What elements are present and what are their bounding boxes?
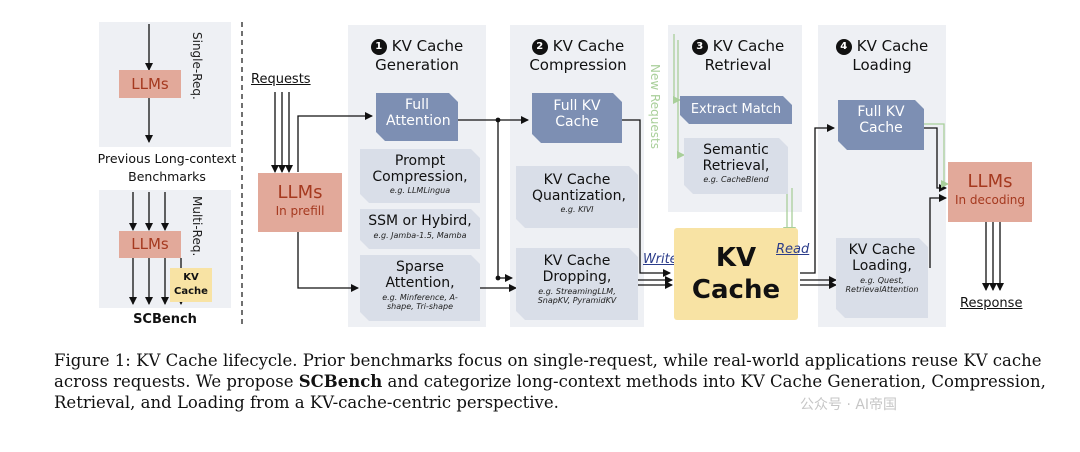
kv-dropping-box: KV Cache Dropping, e.g. StreamingLLM, Sn…: [516, 248, 638, 320]
sparse-attention-box: Sparse Attention, e.g. Minference, A-sha…: [360, 255, 480, 321]
semantic-retrieval-box: Semantic Retrieval, e.g. CacheBlend: [684, 138, 788, 194]
new-requests-label: New Requests: [648, 64, 662, 149]
full-kv-loading-to-decoding: [920, 127, 947, 192]
stage-1-title: KV Cache Generation: [375, 37, 464, 74]
llms-decoding-sub: In decoding: [954, 193, 1026, 207]
write-label: Write: [643, 252, 678, 267]
ssm-hybrid-label: SSM or Hybird,: [368, 213, 472, 229]
previous-benchmarks-label: Previous Long-context Benchmarks: [97, 151, 237, 184]
llms-single-box: LLMs: [119, 70, 181, 98]
sparse-attention-example: e.g. Minference, A-shape, Tri-shape: [382, 293, 458, 311]
full-kv-cache-box: Full KV Cache: [532, 93, 622, 143]
watermark: 公众号 · AI帝国: [800, 397, 898, 413]
prompt-compression-label: Prompt Compression,: [372, 153, 468, 185]
kv-dropping-label: KV Cache Dropping,: [542, 253, 612, 285]
prompt-compression-example: e.g. LLMLingua: [389, 186, 451, 195]
stage-2-number: 2: [531, 39, 548, 55]
read-label: Read: [776, 242, 810, 257]
full-kv-to-kv-cache: [620, 119, 671, 277]
full-kv-loading-box: Full KV Cache: [838, 100, 924, 150]
stage-4-number: 4: [835, 39, 852, 55]
exact-match-box: Extract Match: [680, 96, 792, 124]
kv-quantization-example: e.g. KIVI: [560, 205, 594, 214]
kv-cache-center-label: KV Cache: [691, 243, 781, 305]
stage-1-number: 1: [370, 39, 387, 55]
kv-cache-center: KV Cache: [674, 228, 798, 320]
branch-dot-1: [495, 117, 501, 123]
branch-dot-2: [495, 275, 501, 281]
llms-multi-box: LLMs: [119, 231, 181, 258]
multi-req-label: Multi-Req.: [190, 196, 204, 257]
loading-to-decoding: [929, 194, 947, 268]
stage-3-number: 3: [691, 39, 708, 55]
full-attention-box: Full Attention: [376, 93, 458, 141]
caption-prefix: Figure 1: KV Cache lifecycle. Prior benc…: [54, 351, 1042, 391]
new-requests-to-semantic: [677, 40, 685, 159]
caption-bold: SCBench: [298, 372, 383, 391]
figure-caption: Figure 1: KV Cache lifecycle. Prior benc…: [54, 350, 1054, 413]
ssm-hybrid-example: e.g. Jamba-1.5, Mamba: [373, 231, 467, 240]
kv-dropping-example: e.g. StreamingLLM, SnapKV, PyramidKV: [537, 287, 617, 305]
ssm-hybrid-box: SSM or Hybird, e.g. Jamba-1.5, Mamba: [360, 209, 480, 249]
llms-prefill-sub: In prefill: [275, 204, 325, 218]
llms-prefill-title: LLMs: [277, 182, 323, 203]
full-attention-to-dropping: [497, 120, 513, 282]
llms-decoding-box: LLMs In decoding: [948, 162, 1032, 222]
prefill-to-full-attention: [297, 112, 373, 172]
llms-prefill-box: LLMs In prefill: [258, 173, 342, 232]
prompt-compression-box: Prompt Compression, e.g. LLMLingua: [360, 149, 480, 203]
semantic-retrieval-label: Semantic Retrieval,: [702, 142, 770, 174]
scbench-label: SCBench: [133, 312, 197, 327]
read-to-full-kv-loading: [800, 124, 835, 274]
semantic-retrieval-example: e.g. CacheBlend: [703, 175, 769, 184]
kv-loading-example: e.g. Quest, RetrievalAttention: [845, 276, 919, 294]
caption-suffix: and categorize long-context methods into…: [54, 372, 1046, 412]
exact-match-label: Extract Match: [690, 102, 782, 117]
kv-loading-label: KV Cache Loading,: [848, 242, 916, 274]
kv-quantization-label: KV Cache Quantization,: [532, 172, 626, 204]
stage-2-title: KV Cache Compression: [529, 37, 627, 74]
kv-loading-box: KV Cache Loading, e.g. Quest, RetrievalA…: [836, 238, 928, 318]
stage-3-title: KV Cache Retrieval: [704, 37, 785, 74]
full-attention-label: Full Attention: [386, 97, 451, 129]
connector-layer: [129, 22, 1004, 328]
sparse-attention-label: Sparse Attention,: [385, 259, 455, 291]
requests-label: Requests: [251, 72, 311, 87]
full-kv-loading-label: Full KV Cache: [857, 104, 905, 136]
prefill-to-sparse-attention: [297, 232, 359, 292]
single-req-label: Single-Req.: [190, 32, 204, 100]
kv-quantization-box: KV Cache Quantization, e.g. KIVI: [516, 166, 638, 228]
llms-decoding-title: LLMs: [967, 171, 1013, 192]
full-kv-cache-label: Full KV Cache: [553, 98, 601, 130]
response-label: Response: [960, 296, 1023, 311]
loading-to-decoding-green: [922, 123, 949, 188]
kv-cache-small-box: KV Cache: [170, 268, 212, 302]
stage-4-title: KV Cache Loading: [852, 37, 929, 74]
